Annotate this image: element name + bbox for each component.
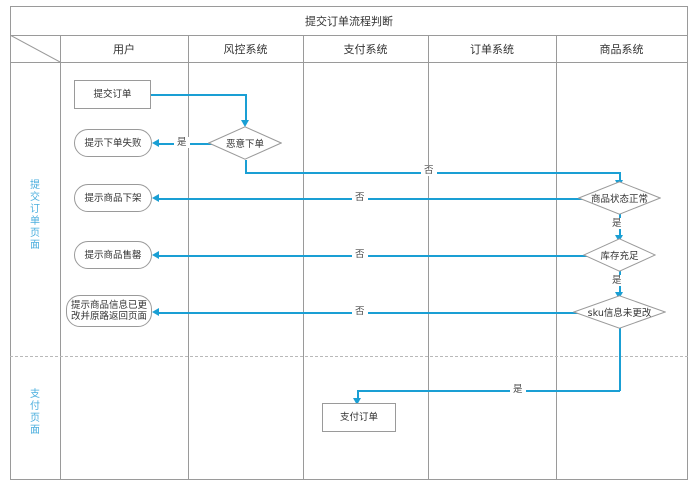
grid-line-col-1 [60, 35, 61, 479]
diamond-shape [573, 295, 666, 329]
node-pay-order[interactable]: 支付订单 [322, 403, 396, 432]
edge-label-status-yes: 是 [609, 218, 625, 229]
edge-label-sku-no: 否 [352, 306, 368, 317]
lane-label-submit-order-page: 提交订单页面 [30, 180, 40, 251]
node-sku-changed-tip[interactable]: 提示商品信息已更 改并原路返回页面 [66, 295, 152, 327]
column-header-payment: 支付系统 [343, 42, 388, 56]
diamond-shape [583, 238, 656, 272]
lane-separator [10, 356, 688, 357]
diamond-shape [208, 126, 282, 160]
node-sold-out-tip[interactable]: 提示商品售罄 [74, 241, 152, 269]
grid-line-col-0 [10, 6, 11, 479]
edge-label-stock-yes: 是 [609, 275, 625, 286]
grid-line-col-2 [188, 35, 189, 479]
edge-malicious-yes-arrow [152, 139, 159, 147]
grid-line-col-3 [303, 35, 304, 479]
edge-sku-yes-arrow [353, 398, 361, 405]
edge-stock-no-arrow [152, 251, 159, 259]
node-submit-order[interactable]: 提交订单 [74, 80, 151, 109]
edge-malicious-no-v2 [619, 172, 621, 182]
edge-label-stock-no: 否 [352, 249, 368, 260]
column-header-order: 订单系统 [470, 42, 514, 56]
node-sku-unchanged[interactable]: sku信息未更改 [573, 295, 666, 329]
node-stock-enough[interactable]: 库存充足 [583, 238, 656, 272]
page-title: 提交订单流程判断 [305, 14, 393, 28]
edge-sku-yes-v2 [357, 390, 359, 400]
node-stock-enough-label: 库存充足 [600, 251, 639, 262]
edge-label-sku-yes: 是 [510, 384, 526, 395]
edge-malicious-no-v1 [245, 160, 247, 173]
corner-diagonal-cell [10, 35, 60, 62]
edge-submit-to-malicious-v [245, 94, 247, 121]
node-sku-unchanged-label: sku信息未更改 [587, 308, 652, 319]
edge-stock-no-line [158, 255, 588, 257]
diamond-shape [578, 181, 661, 215]
column-header-product: 商品系统 [599, 42, 644, 56]
column-header-user: 用户 [113, 42, 135, 56]
node-sku-changed-tip-line1: 提示商品信息已更 [70, 300, 147, 311]
edge-status-no-line [158, 198, 583, 200]
node-sku-changed-tip-line2: 改并原路返回页面 [70, 311, 147, 322]
grid-line-col-6 [687, 6, 688, 479]
grid-line-top [10, 6, 688, 7]
edge-status-no-arrow [152, 194, 159, 202]
grid-line-header-bottom [10, 62, 688, 63]
grid-line-bottom [10, 479, 688, 480]
node-order-fail-tip[interactable]: 提示下单失败 [74, 129, 152, 157]
edge-sku-yes-h [358, 390, 620, 392]
node-malicious-order-label: 恶意下单 [225, 139, 264, 150]
edge-label-malicious-no: 否 [421, 165, 437, 176]
edge-sku-no-arrow [152, 308, 159, 316]
edge-submit-to-malicious-arrow [241, 120, 249, 127]
node-product-status-ok-label: 商品状态正常 [590, 194, 648, 205]
grid-line-col-5 [556, 35, 557, 479]
edge-submit-to-malicious-h [150, 94, 246, 96]
diagonal-icon [10, 35, 60, 62]
edge-label-status-no: 否 [352, 192, 368, 203]
grid-line-col-4 [428, 35, 429, 479]
column-header-risk-control: 风控系统 [223, 42, 268, 56]
node-product-status-ok[interactable]: 商品状态正常 [578, 181, 661, 215]
node-malicious-order[interactable]: 恶意下单 [208, 126, 282, 160]
node-product-offline-tip[interactable]: 提示商品下架 [74, 184, 152, 212]
lane-label-payment-page: 支付页面 [30, 389, 40, 436]
edge-label-malicious-yes: 是 [174, 137, 190, 148]
grid-line-title-bottom [10, 35, 688, 36]
edge-sku-yes-v1 [619, 328, 621, 391]
edge-sku-no-line [158, 312, 578, 314]
